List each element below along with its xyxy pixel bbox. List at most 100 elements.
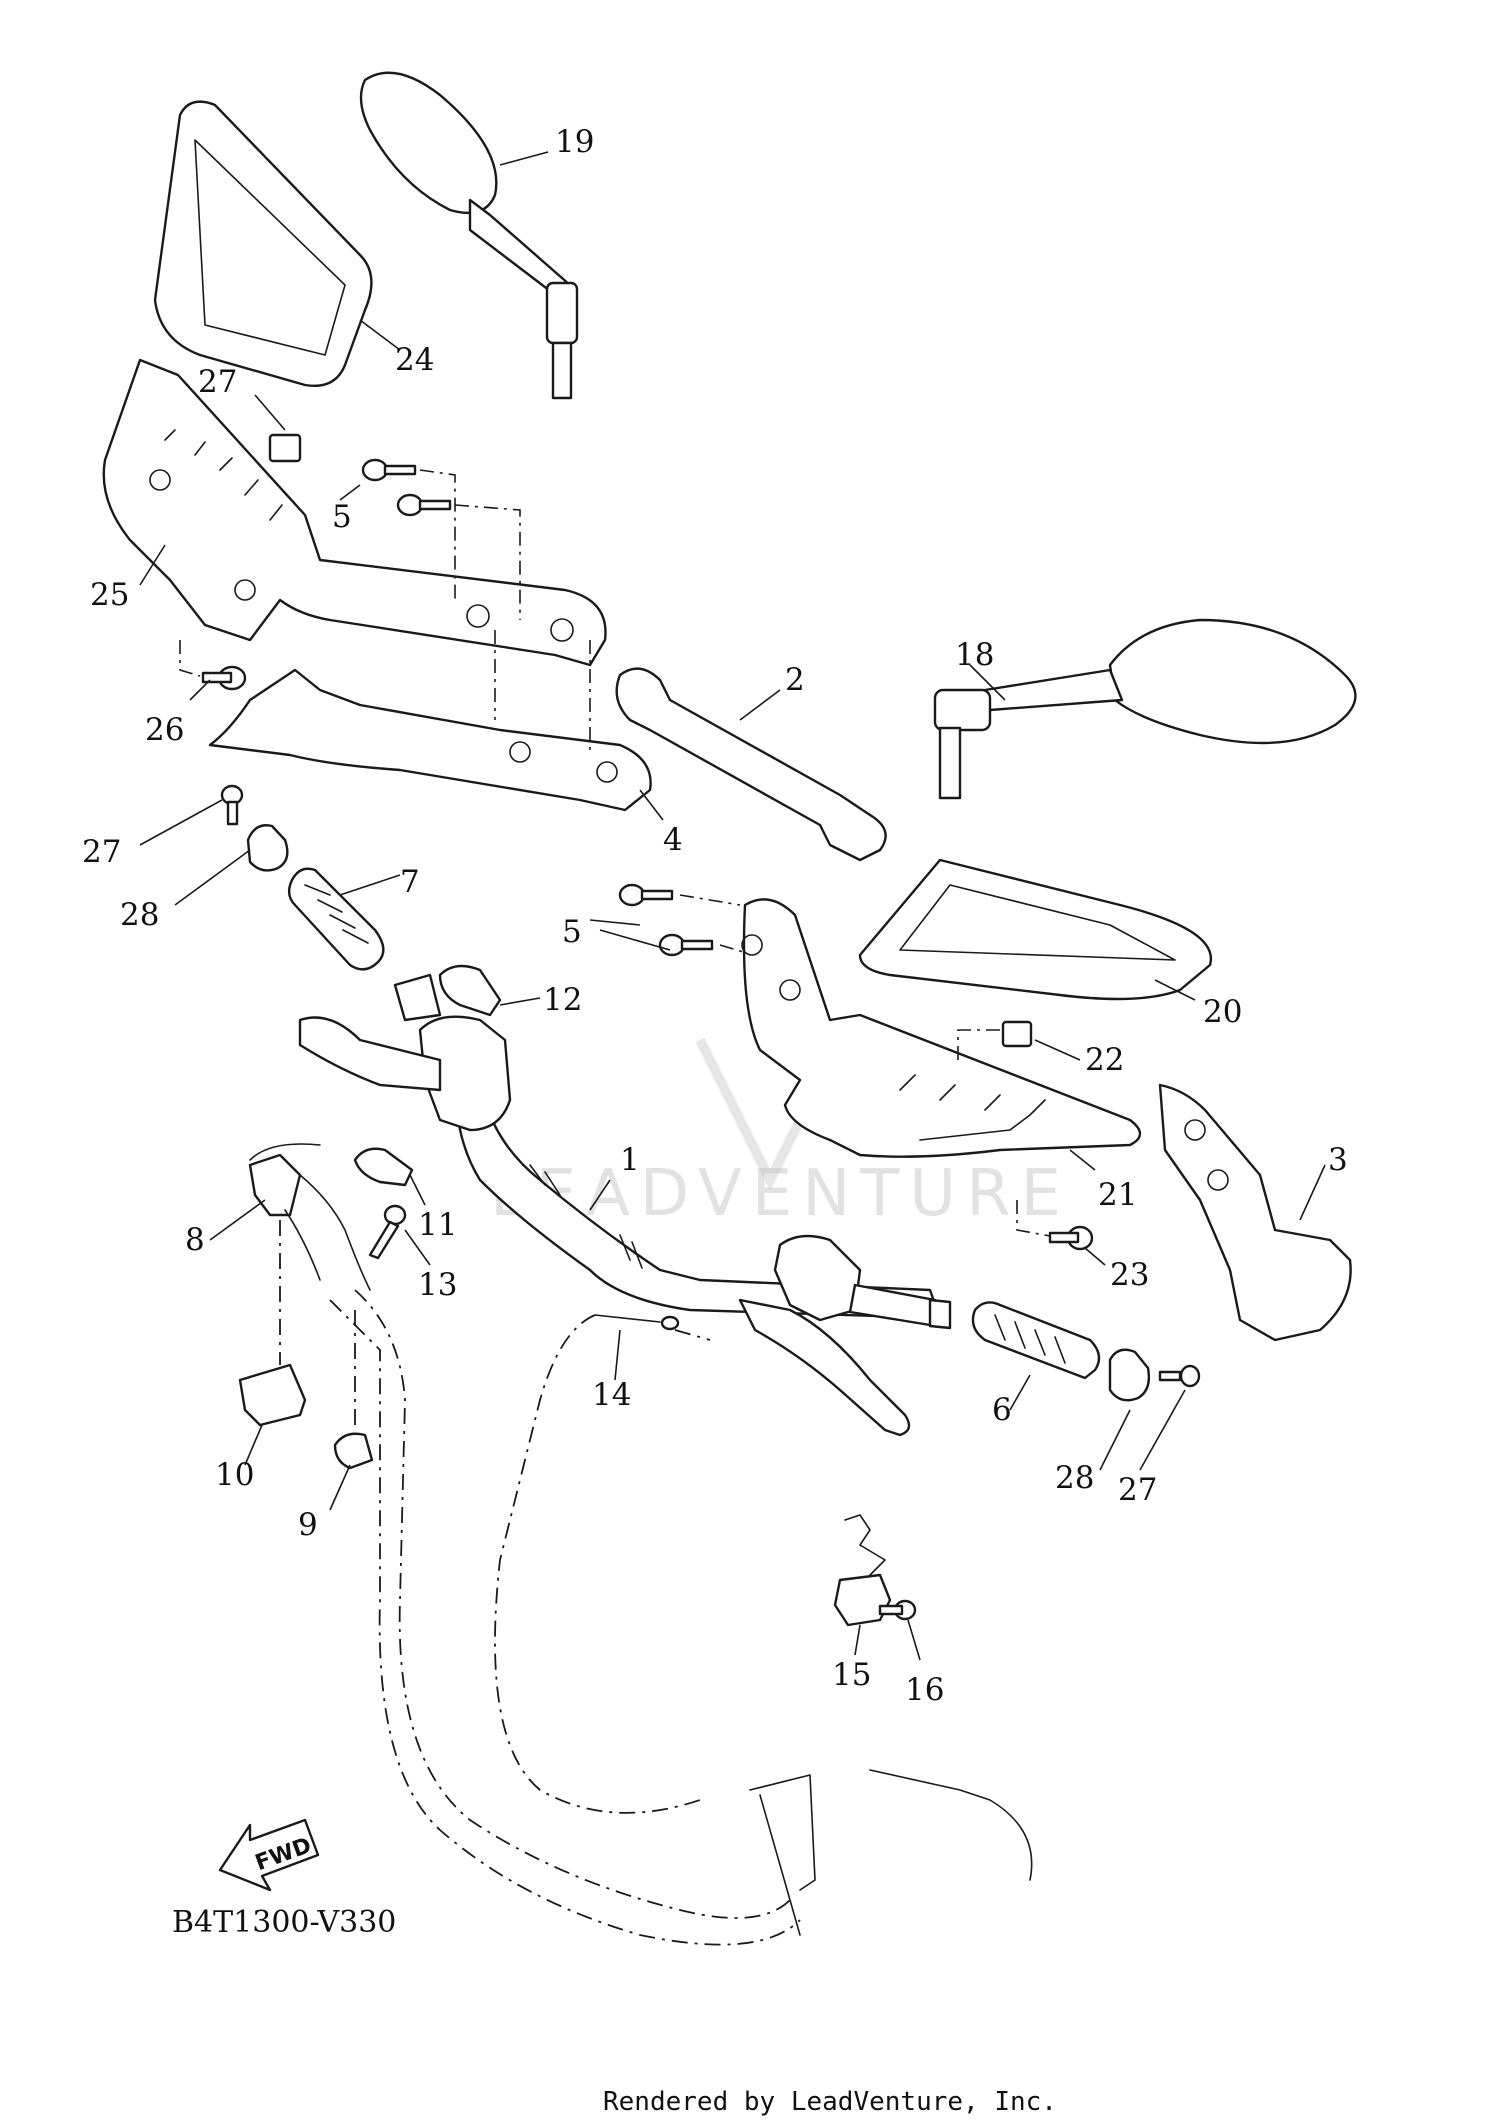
callout-8: 8: [185, 1222, 205, 1258]
part-16-screw: [878, 1599, 917, 1621]
part-14-cable-tip: [660, 1315, 680, 1331]
part-28-bar-end-right: [1108, 1348, 1151, 1402]
part-18-mirror-thread: [551, 341, 573, 400]
part-3-right-handguard-lower: [1158, 1083, 1352, 1342]
callout-6: 6: [992, 1392, 1012, 1428]
part-4-bolt-hole: [509, 741, 531, 763]
callout-28-left: 28: [120, 897, 159, 933]
callout-13: 13: [418, 1267, 457, 1303]
part-21-clip-nut: [1001, 1020, 1033, 1048]
part-5-screws-upper: [361, 458, 452, 517]
callout-26: 26: [145, 712, 184, 748]
part-18-left-mirror: [359, 71, 498, 215]
part-20-right-handguard-upper: [742, 898, 1142, 1158]
part-20-vents: [899, 1074, 1046, 1141]
callout-9: 9: [298, 1507, 318, 1543]
callout-leaders: [139, 151, 1326, 1661]
part-right-throttle-tube: [928, 1298, 952, 1330]
cable-route-14: [494, 1314, 701, 1814]
callout-24: 25: [90, 577, 129, 613]
callout-19: 20: [1203, 994, 1242, 1030]
part-11-clamp: [353, 1147, 414, 1187]
part-3-bolt-hole: [1184, 1119, 1206, 1141]
leader-dash-14: [674, 1329, 711, 1341]
leader-dash-22: [1016, 1200, 1051, 1237]
callout-11: 11: [418, 1207, 457, 1243]
callout-15: 15: [832, 1657, 871, 1693]
part-13-screw: [368, 1204, 407, 1260]
part-8-throttle-guide: [248, 1153, 302, 1217]
footer-credit: Rendered by LeadVenture, Inc.: [603, 2087, 1057, 2117]
callout-28-right: 28: [1055, 1460, 1094, 1496]
part-12-clamp: [438, 964, 502, 1017]
part-26-bolt: [201, 665, 247, 691]
part-24-bolt-hole-2: [234, 579, 256, 601]
part-5-screws-lower: [618, 883, 714, 957]
callout-18: 19: [555, 124, 594, 160]
part-18-mirror-mount: [545, 281, 579, 345]
part-17-mirror-stem: [983, 668, 1124, 712]
part-4-left-handguard-lower: [208, 668, 652, 812]
part-brake-lever: [738, 1298, 911, 1437]
part-9-clip: [333, 1432, 374, 1470]
part-14-cable-end: [594, 1314, 661, 1323]
part-27-bar-end-bolt-left: [220, 784, 244, 826]
part-8-cable-b: [284, 1209, 321, 1281]
part-7-grip-pattern: [304, 884, 369, 944]
part-19-inner-line: [899, 884, 1176, 961]
callout-25: 27: [198, 364, 237, 400]
part-19-right-handguard-shield: [858, 858, 1213, 1001]
part-15-wire: [844, 1514, 886, 1576]
part-20-bolt-hole: [741, 934, 763, 956]
part-20-bolt-hole-2: [779, 979, 801, 1001]
callout-16: 16: [905, 1672, 944, 1708]
callouts: 19 24 27 5 25 2 18 26 4 27 7 28 5 12 1 2…: [82, 124, 1348, 1708]
cable-route-left: [354, 1289, 791, 1919]
callout-7: 7: [400, 864, 420, 900]
callout-22: 23: [1110, 1257, 1149, 1293]
callout-21: 22: [1085, 1042, 1124, 1078]
part-3-bolt-hole-2: [1207, 1169, 1229, 1191]
part-6-right-grip: [971, 1301, 1101, 1380]
part-28-bar-end-left: [246, 824, 289, 872]
part-24-bolt-hole-3: [466, 604, 490, 628]
part-24-left-handguard-upper: [102, 358, 607, 667]
fwd-arrow: FWD: [218, 1818, 320, 1892]
part-right-switch-housing: [773, 1234, 862, 1322]
callout-12: 12: [543, 982, 582, 1018]
part-7-left-grip-end: [393, 973, 442, 1022]
callout-1: 1: [620, 1142, 640, 1178]
part-17-right-mirror: [1108, 618, 1357, 745]
part-17-mirror-mount: [933, 688, 992, 732]
callout-10: 10: [215, 1457, 254, 1493]
fwd-arrow-icon: [218, 1818, 320, 1892]
part-24-bolt-hole: [149, 469, 171, 491]
part-8-cable-end: [249, 1143, 321, 1161]
callout-2: 2: [785, 662, 805, 698]
callout-27-left: 27: [82, 834, 121, 870]
part-clutch-lever: [298, 1016, 442, 1092]
cable-ends-bottom: [749, 1774, 816, 1936]
part-2-handlebar-brace: [615, 667, 887, 862]
callout-5-upper: 5: [332, 499, 352, 535]
part-17-mirror-thread: [938, 726, 962, 800]
part-1-knurling: [529, 1164, 643, 1269]
leader-dash-26: [179, 640, 201, 677]
cable-route-left-2: [329, 1299, 801, 1946]
callout-23: 24: [395, 342, 434, 378]
callout-5-lower: 5: [562, 914, 582, 950]
part-23-left-handguard-shield: [153, 100, 373, 387]
leader-dash-5c: [679, 894, 771, 961]
part-10-cable-holder: [238, 1363, 307, 1427]
part-22-bolt: [1048, 1225, 1094, 1251]
cable-end-right: [869, 1769, 1033, 1881]
callout-3: 3: [1328, 1142, 1348, 1178]
part-8-cable-a: [299, 1174, 371, 1291]
leader-dash-21: [957, 1029, 1000, 1060]
part-15-switch: [833, 1573, 892, 1627]
diagram-code: B4T1300-V330: [172, 1905, 396, 1940]
callout-27-right: 27: [1118, 1472, 1157, 1508]
part-24-bolt-hole-4: [550, 618, 574, 642]
part-23-inner-line: [194, 139, 346, 356]
